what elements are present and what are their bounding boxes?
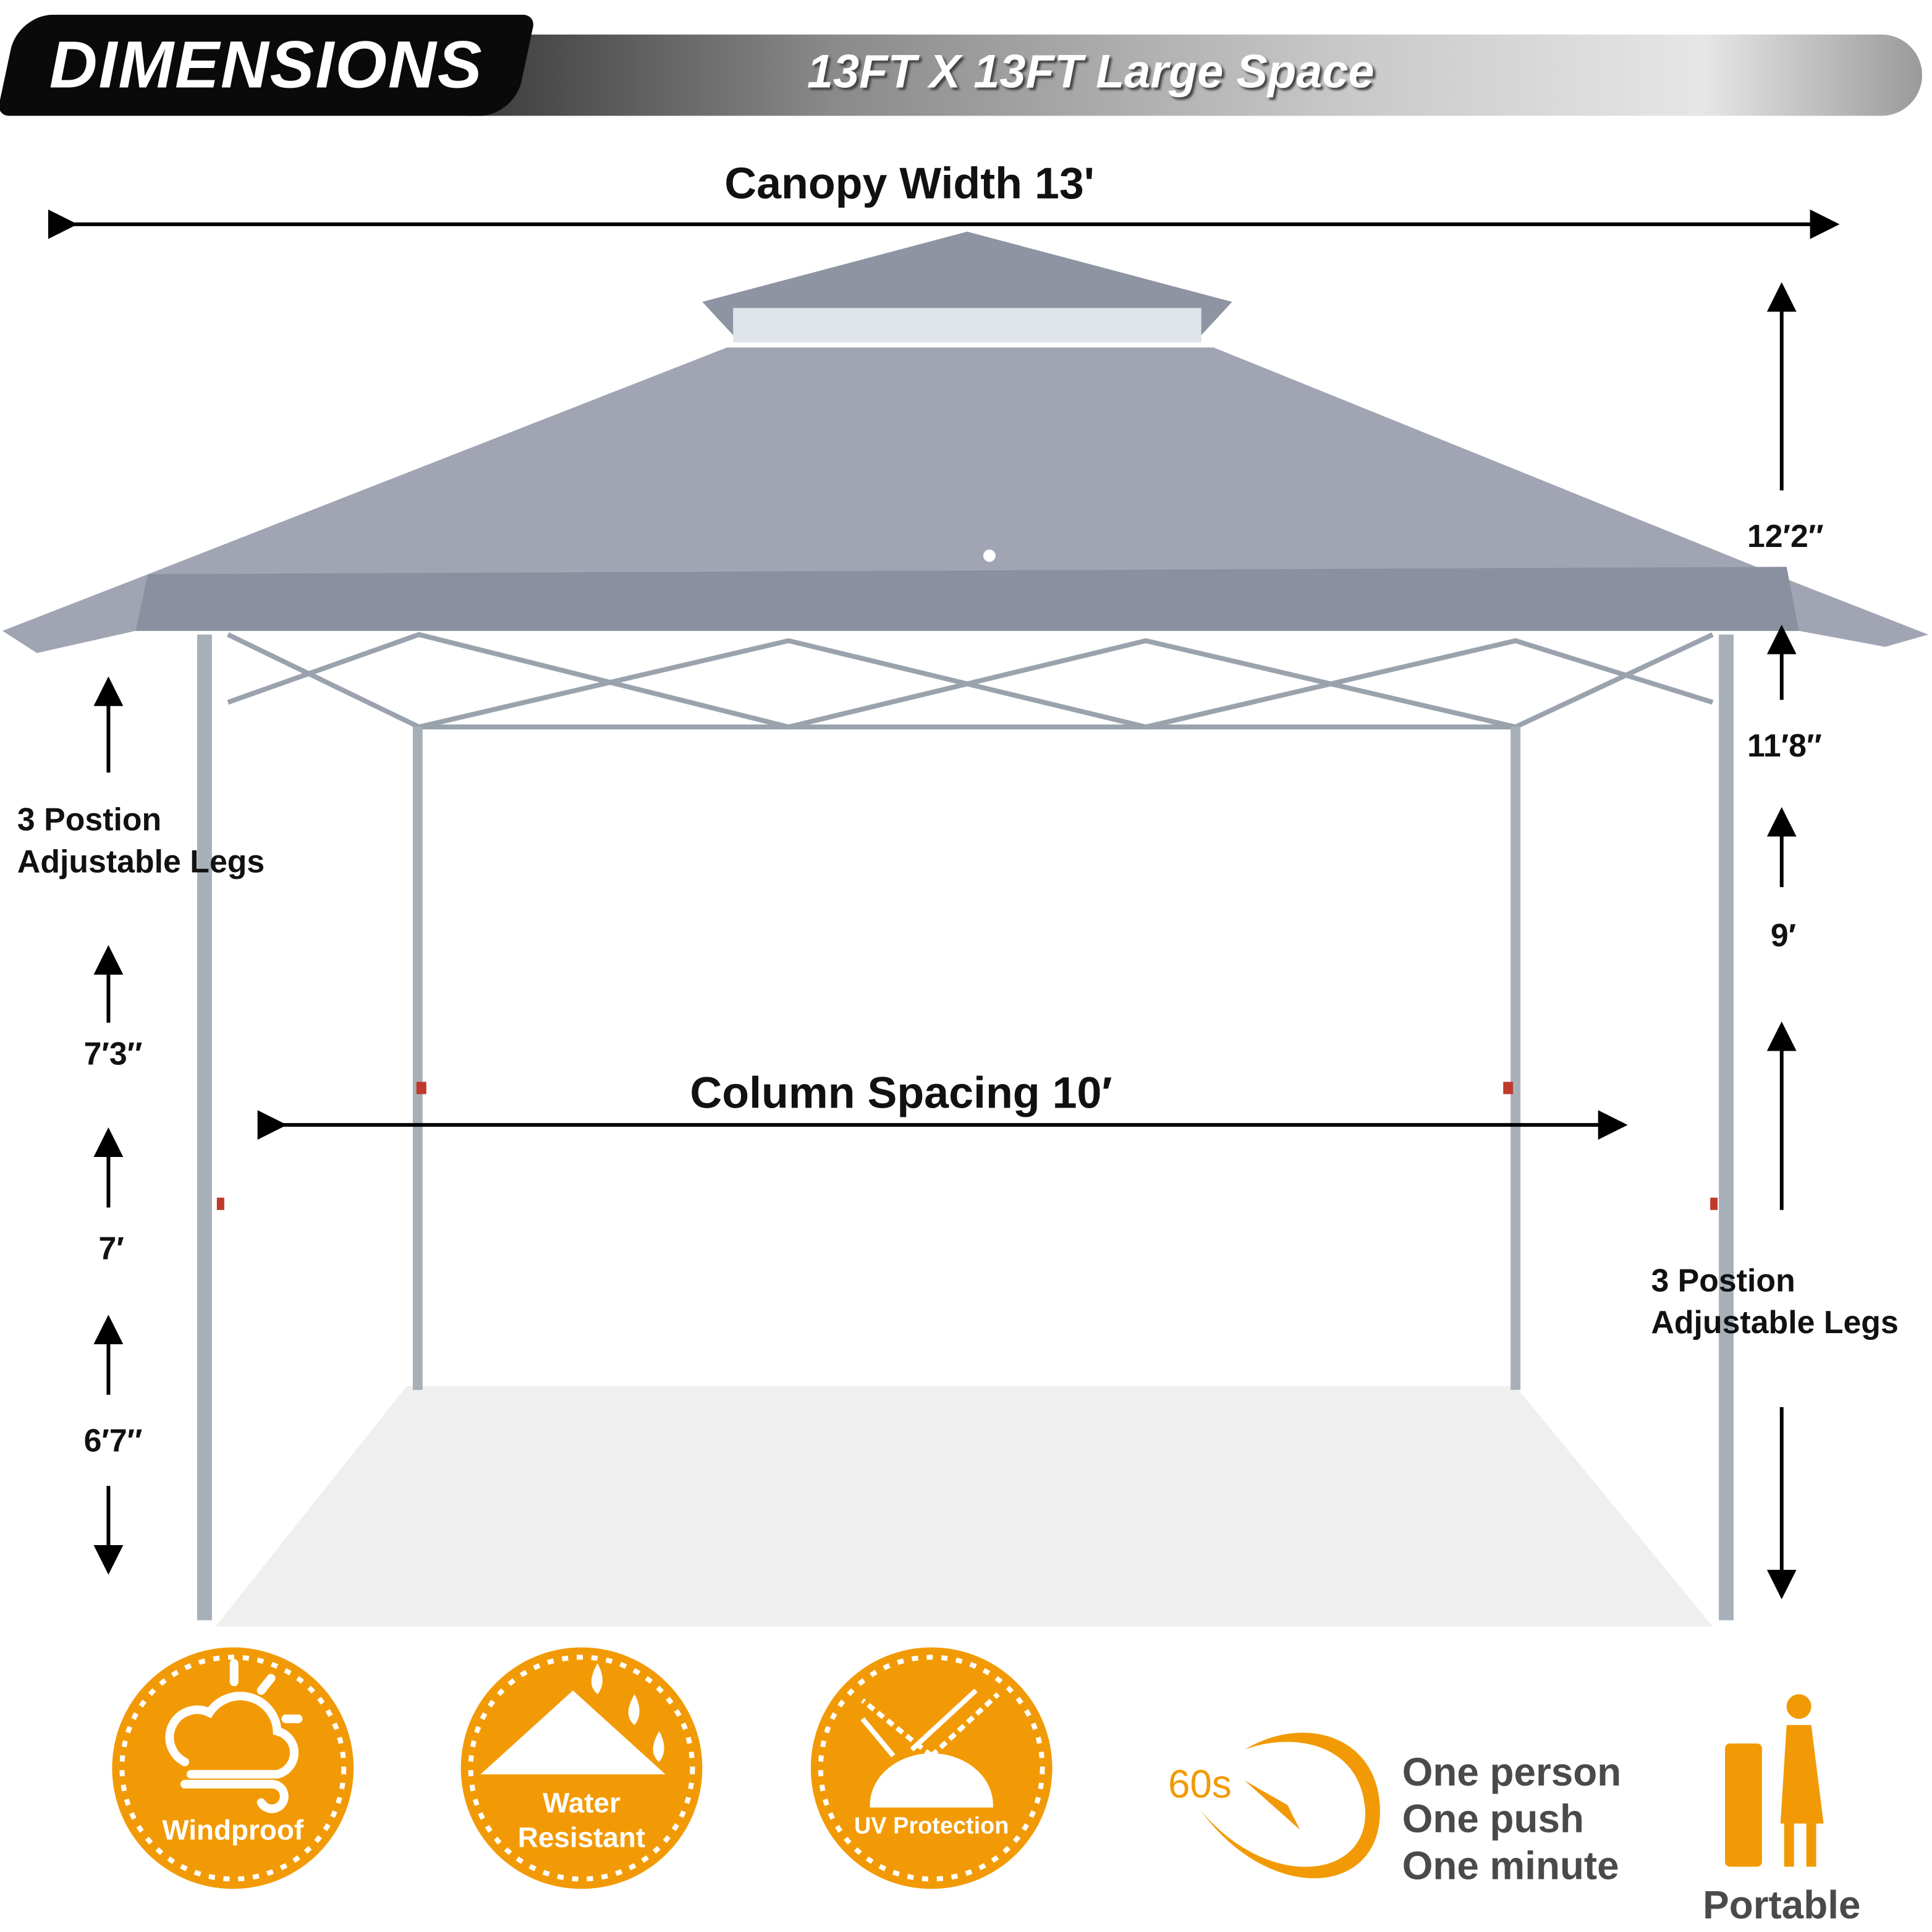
legs-label-left-line2: Adjustable Legs — [17, 842, 265, 880]
height-mid-label: 11′8″ — [1747, 727, 1822, 765]
feature-water-line2: Resistant — [517, 1821, 646, 1854]
leg-back-left — [412, 727, 423, 1390]
banner-title: DIMENSIONS — [49, 28, 483, 103]
timer-label: 60s — [1167, 1761, 1232, 1807]
leg-height-mid-label: 7′ — [98, 1229, 124, 1267]
column-spacing-label: Column Spacing 10′ — [690, 1067, 1112, 1118]
canopy-width-label: Canopy Width 13' — [724, 158, 1095, 208]
portable-label: Portable — [1703, 1883, 1861, 1928]
windproof-icon — [165, 1659, 303, 1813]
height-eave-label: 9′ — [1770, 917, 1797, 954]
windproof-badge — [112, 1647, 354, 1889]
setup-line-person: One person — [1402, 1749, 1622, 1794]
banner-bar — [468, 34, 1923, 116]
uv-protection-icon — [860, 1688, 1000, 1808]
leg-front-right — [1719, 634, 1734, 1621]
feature-water-line1: Water — [543, 1786, 621, 1819]
leg-front-left — [197, 634, 212, 1621]
legs-label-right-line2: Adjustable Legs — [1651, 1303, 1899, 1341]
leg-height-high-label: 7′3″ — [83, 1035, 143, 1072]
water-resistant-icon — [480, 1663, 666, 1774]
legs-label-right-line1: 3 Postion — [1651, 1261, 1795, 1299]
feature-windproof-label: Windproof — [162, 1813, 304, 1846]
feature-uv-label: UV Protection — [854, 1813, 1009, 1840]
legs-label-left-line1: 3 Postion — [17, 800, 162, 838]
setup-line-push: One push — [1402, 1796, 1584, 1841]
banner-subtitle: 13FT X 13FT Large Space — [807, 46, 1375, 99]
setup-line-minute: One minute — [1402, 1843, 1619, 1888]
leg-height-low-label: 6′7″ — [83, 1421, 143, 1459]
height-peak-label: 12′2″ — [1747, 517, 1824, 555]
portable-icon — [1725, 1694, 1824, 1867]
floor-shadow — [215, 1386, 1713, 1627]
leg-back-right — [1510, 727, 1521, 1390]
